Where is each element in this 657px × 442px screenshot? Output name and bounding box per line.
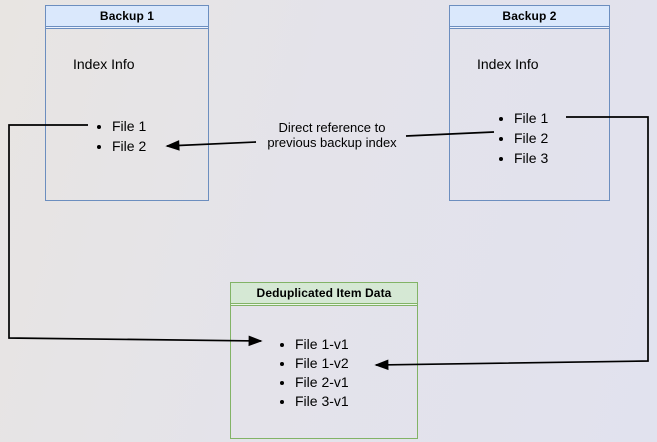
direct-reference-label-line1: Direct reference to [278,120,386,135]
backup1-title: Backup 1 [46,6,208,27]
backup2-title: Backup 2 [450,6,609,27]
list-item: File 1-v1 [295,335,417,354]
direct-reference-label: Direct reference to previous backup inde… [254,120,410,150]
backup1-file-list: File 1 File 2 [46,116,208,156]
list-item: File 2 [514,128,609,148]
backup1-title-divider [46,27,208,29]
backup2-title-divider [450,27,609,29]
direct-reference-label-line2: previous backup index [267,135,397,150]
list-item: File 2 [112,136,208,156]
dedup-file-list: File 1-v1 File 1-v2 File 2-v1 File 3-v1 [231,335,417,411]
backup2-index-info-label: Index Info [477,56,539,72]
backup2-box: Backup 2 Index Info File 1 File 2 File 3 [449,5,610,201]
dedup-title-divider [231,304,417,306]
backup1-index-info-label: Index Info [73,56,135,72]
list-item: File 3-v1 [295,392,417,411]
list-item: File 2-v1 [295,373,417,392]
deduplicated-item-data-box: Deduplicated Item Data File 1-v1 File 1-… [230,282,418,439]
backup2-file-list: File 1 File 2 File 3 [450,108,609,168]
list-item: File 1-v2 [295,354,417,373]
backup1-box: Backup 1 Index Info File 1 File 2 [45,5,209,201]
list-item: File 3 [514,148,609,168]
dedup-title: Deduplicated Item Data [231,283,417,304]
list-item: File 1 [514,108,609,128]
list-item: File 1 [112,116,208,136]
